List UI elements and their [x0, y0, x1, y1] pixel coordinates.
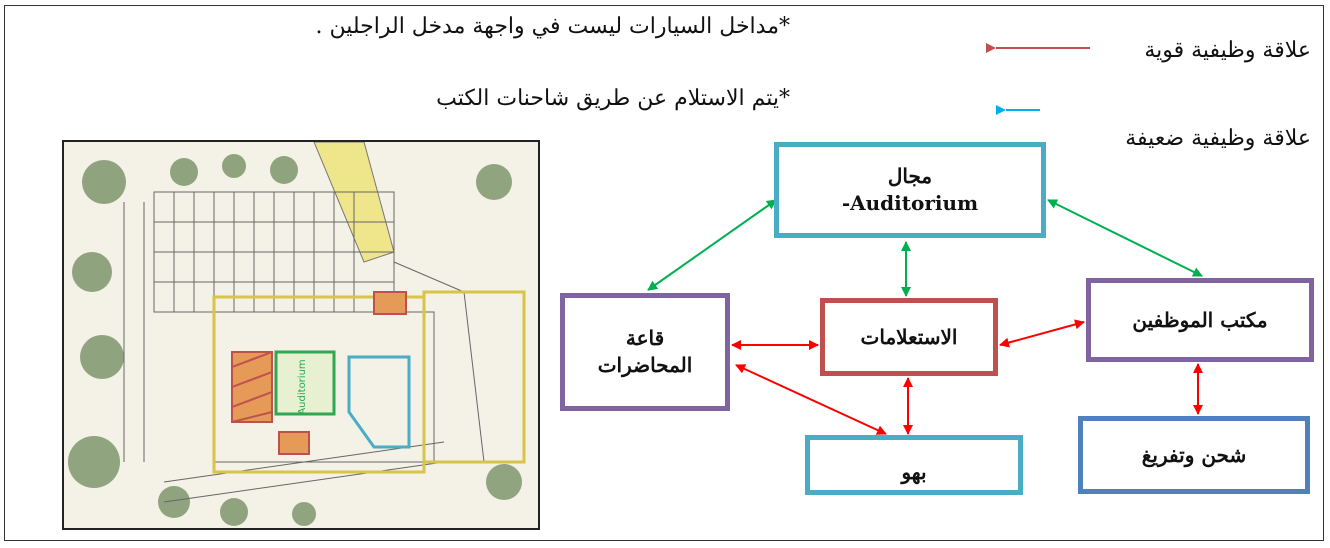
- node-shipping-label: شحن وتفريغ: [1141, 442, 1247, 467]
- node-staff-office: مكتب الموظفين: [1086, 278, 1314, 362]
- arrow-inquiries-staff: [999, 319, 1085, 348]
- arrow-auditorium-lecture: [647, 199, 777, 291]
- arrow-lecture-lobby: [735, 364, 887, 435]
- node-lobby: بهو: [805, 435, 1023, 495]
- node-lecture-hall-line2: المحاضرات: [597, 353, 693, 377]
- node-lecture-hall: قاعة المحاضرات: [560, 293, 730, 411]
- note-receiving: *يتم الاستلام عن طريق شاحنات الكتب: [436, 86, 790, 111]
- legend-weak-label: علاقة وظيفية ضعيفة: [1125, 126, 1311, 151]
- node-inquiries-label: الاستعلامات: [860, 324, 958, 349]
- node-inquiries: الاستعلامات: [820, 298, 998, 376]
- legend-strong-label: علاقة وظيفية قوية: [1144, 38, 1311, 63]
- node-staff-office-label: مكتب الموظفين: [1132, 307, 1268, 332]
- arrow-auditorium-staff: [1047, 199, 1203, 277]
- map-auditorium-label: Auditorium: [297, 359, 308, 414]
- node-lecture-hall-line1: قاعة: [625, 326, 665, 350]
- node-auditorium-line2: Auditorium-: [841, 191, 979, 215]
- note-car-entrances: *مداخل السيارات ليست في واجهة مدخل الراج…: [315, 14, 790, 39]
- node-auditorium-line1: مجال: [887, 164, 933, 188]
- node-lobby-label: بهو: [901, 459, 927, 484]
- diagram-frame: [4, 5, 1324, 541]
- site-plan-image: Auditorium: [62, 140, 540, 530]
- node-auditorium: مجال Auditorium-: [774, 142, 1046, 238]
- node-shipping: شحن وتفريغ: [1078, 416, 1310, 494]
